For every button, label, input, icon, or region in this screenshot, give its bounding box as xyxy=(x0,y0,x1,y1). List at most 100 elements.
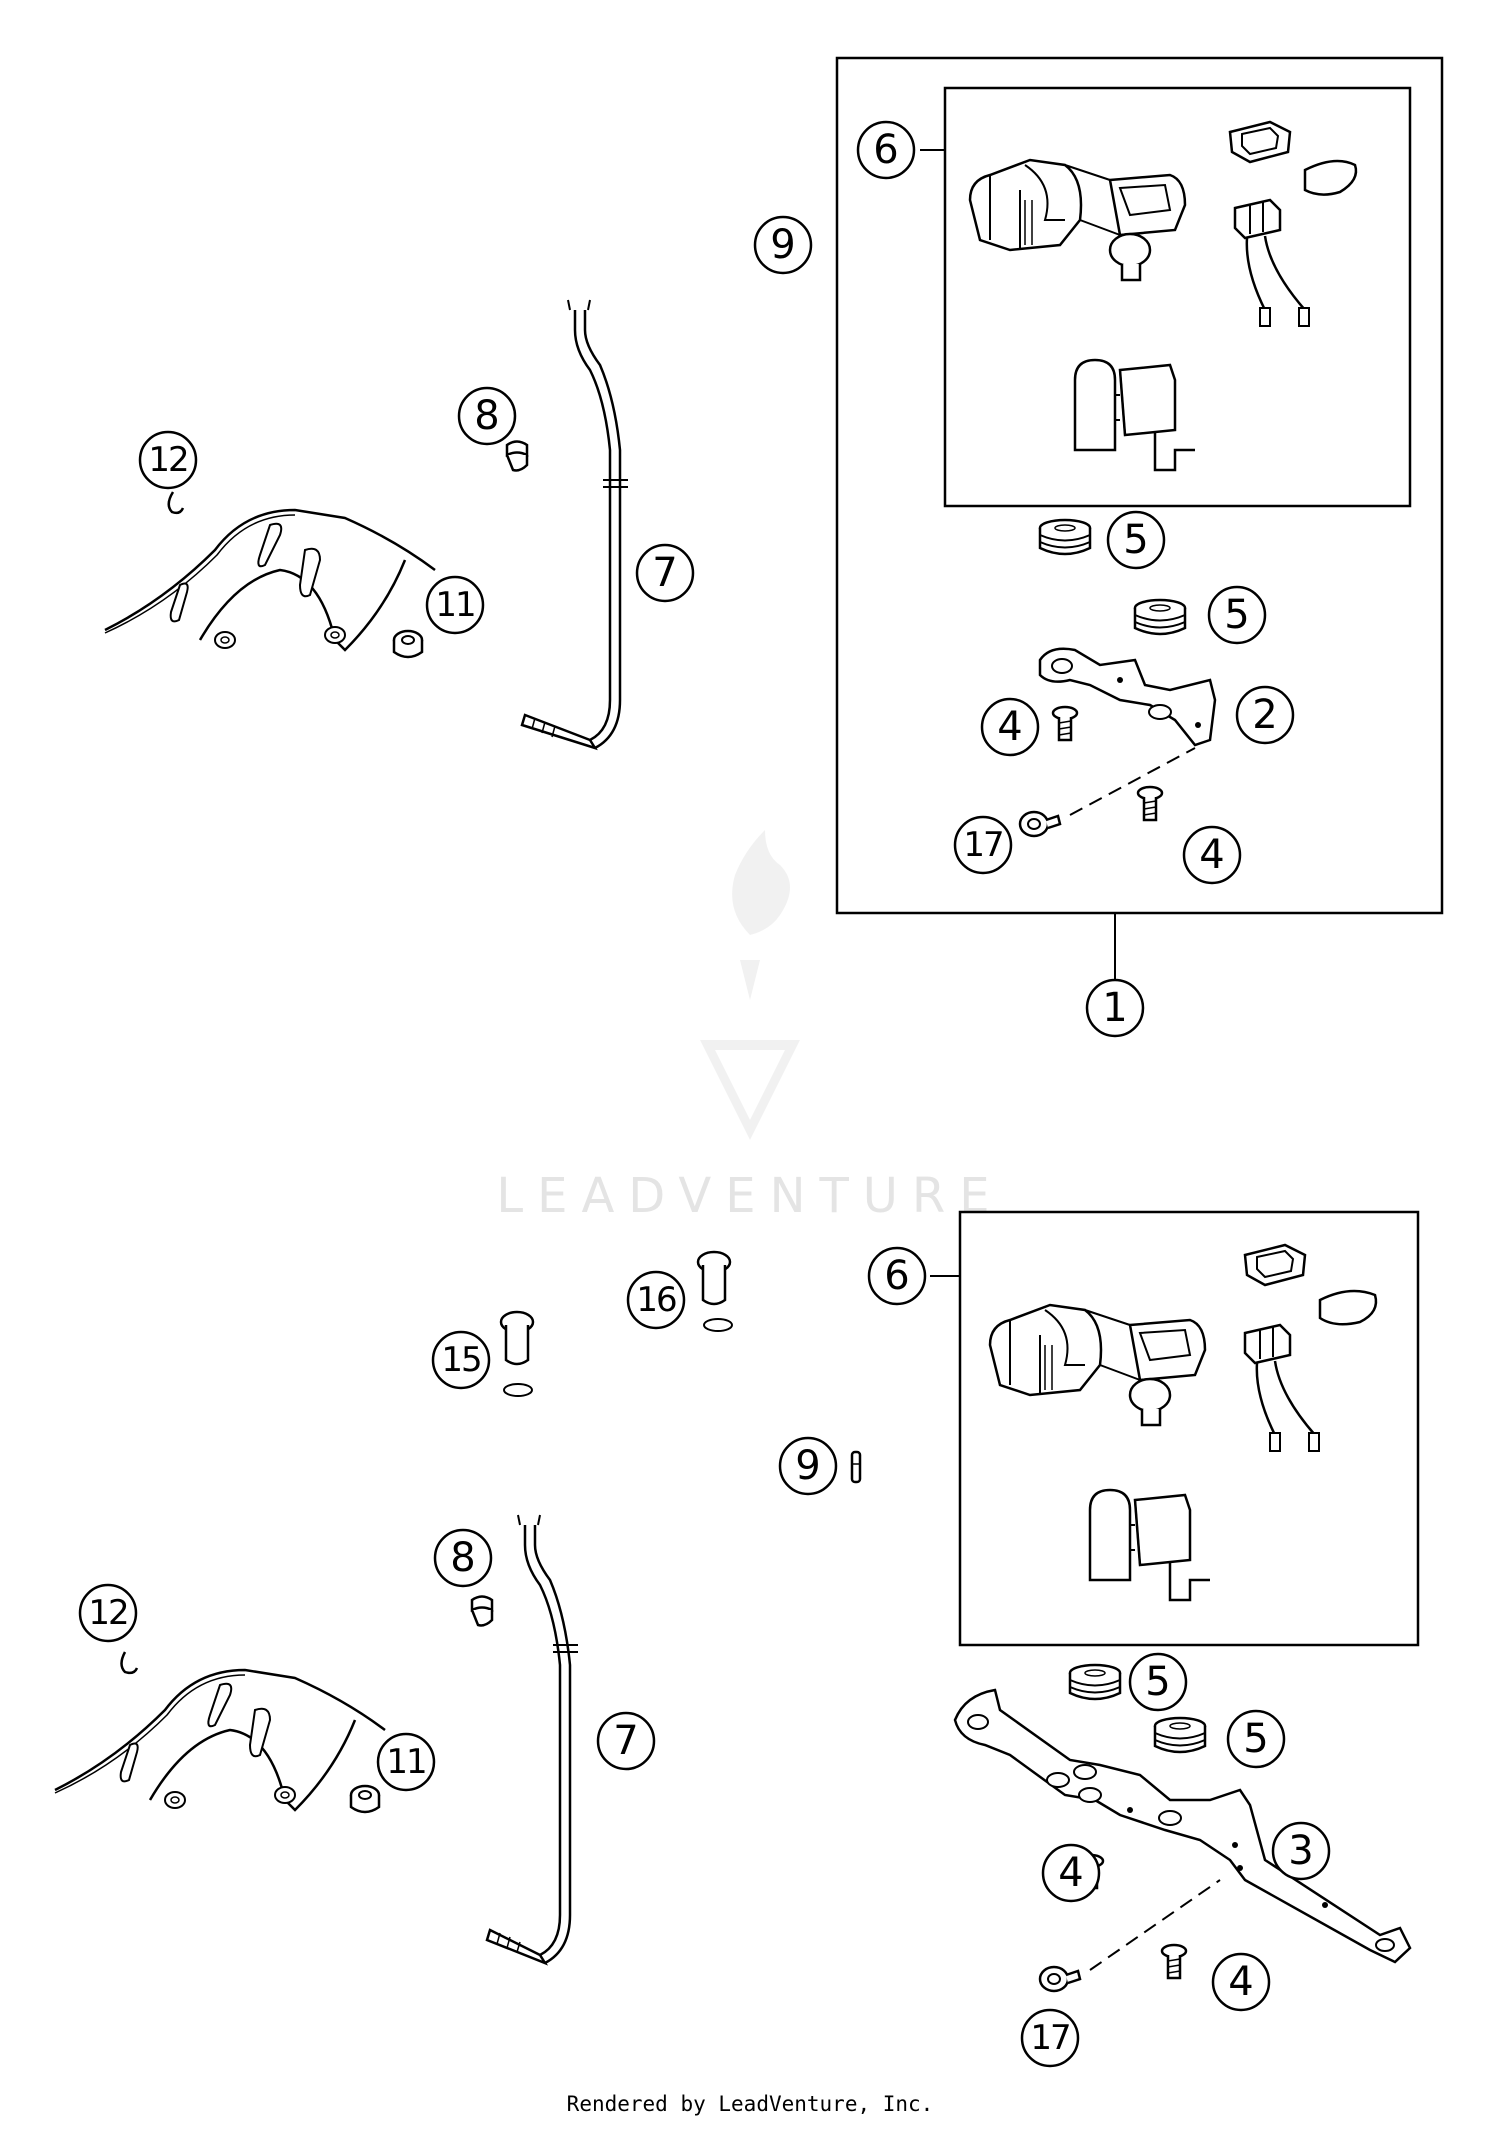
grommet xyxy=(1068,1663,1122,1701)
callout-circle xyxy=(635,543,695,603)
bolt xyxy=(1051,705,1079,742)
circlip xyxy=(120,1651,139,1675)
switch-body xyxy=(1073,358,1197,472)
clip xyxy=(470,1595,494,1627)
bracket-top xyxy=(1038,647,1217,747)
callout-circle xyxy=(1182,825,1242,885)
grommet xyxy=(1133,598,1187,636)
callout-circle xyxy=(1041,1843,1101,1903)
circlip xyxy=(167,491,185,515)
clip xyxy=(505,440,529,472)
callout-9: 9 xyxy=(753,215,813,275)
screw xyxy=(1018,810,1062,838)
callout-circle xyxy=(1235,685,1295,745)
cover-plate xyxy=(53,1668,387,1812)
callout-circle xyxy=(376,1732,436,1792)
screw xyxy=(1038,1965,1082,1993)
watermark-logo xyxy=(700,830,800,1140)
callout-4: 4 xyxy=(1182,825,1242,885)
callout-circle xyxy=(980,697,1040,757)
callout-8: 8 xyxy=(457,386,517,446)
callout-label: 4 xyxy=(1199,832,1224,878)
bolt xyxy=(1160,1943,1188,1980)
callout-5: 5 xyxy=(1128,1652,1188,1712)
callout-5: 5 xyxy=(1207,585,1267,645)
callout-circle xyxy=(596,1711,656,1771)
callout-15: 15 xyxy=(431,1330,491,1390)
cable xyxy=(485,1514,578,1966)
callout-label: 9 xyxy=(795,1443,820,1489)
callout-label: 15 xyxy=(441,1340,480,1380)
bushing xyxy=(392,629,424,659)
switch-housing xyxy=(988,1303,1207,1427)
callout-label: 8 xyxy=(474,393,499,439)
cable xyxy=(520,299,628,751)
footer-credit: Rendered by LeadVenture, Inc. xyxy=(566,2092,934,2116)
display-unit xyxy=(1243,1243,1307,1287)
switch-kit-frame-top xyxy=(943,86,1412,508)
callout-5: 5 xyxy=(1226,1709,1286,1769)
callout-label: 4 xyxy=(997,704,1022,750)
callout-label: 5 xyxy=(1123,517,1148,563)
callout-12: 12 xyxy=(138,430,198,490)
callout-label: 17 xyxy=(1030,2018,1069,2058)
callout-circle xyxy=(433,1528,493,1588)
rivet xyxy=(499,1310,535,1397)
callout-label: 2 xyxy=(1252,692,1277,738)
callout-17: 17 xyxy=(953,815,1013,875)
grommet xyxy=(1153,1716,1207,1754)
callout-label: 5 xyxy=(1243,1716,1268,1762)
callout-label: 4 xyxy=(1058,1850,1083,1896)
switch-kit-frame-bottom xyxy=(958,1210,1420,1647)
callout-circle xyxy=(753,215,813,275)
callout-7: 7 xyxy=(596,1711,656,1771)
callout-circle xyxy=(1128,1652,1188,1712)
callout-circle xyxy=(78,1583,138,1643)
assembly-line xyxy=(1069,747,1196,816)
callout-circle xyxy=(1207,585,1267,645)
display-unit xyxy=(1228,120,1292,164)
callout-label: 6 xyxy=(873,127,898,173)
callout-label: 11 xyxy=(435,585,474,625)
callout-circle xyxy=(1106,510,1166,570)
grommet xyxy=(1038,518,1092,556)
callout-label: 3 xyxy=(1288,1828,1313,1874)
bushing xyxy=(349,1784,381,1814)
callout-4: 4 xyxy=(1211,1952,1271,2012)
callout-label: 1 xyxy=(1102,985,1127,1031)
callout-circle xyxy=(856,120,916,180)
callout-label: 12 xyxy=(88,1593,127,1633)
callout-4: 4 xyxy=(1041,1843,1101,1903)
callout-7: 7 xyxy=(635,543,695,603)
callout-label: 11 xyxy=(386,1742,425,1782)
callout-label: 7 xyxy=(652,550,677,596)
lens-cap xyxy=(1318,1289,1378,1326)
callout-12: 12 xyxy=(78,1583,138,1643)
connector-plug xyxy=(1233,198,1311,328)
callout-label: 7 xyxy=(613,1718,638,1764)
callout-label: 17 xyxy=(963,825,1002,865)
callout-circle xyxy=(778,1436,838,1496)
callout-circle xyxy=(953,815,1013,875)
bolt xyxy=(1136,785,1164,822)
callout-label: 8 xyxy=(450,1535,475,1581)
callout-circle xyxy=(431,1330,491,1390)
switch-housing xyxy=(968,158,1187,282)
callout-6: 6 xyxy=(856,120,916,180)
callout-circle xyxy=(867,1246,927,1306)
callout-circle xyxy=(138,430,198,490)
callout-circle xyxy=(425,575,485,635)
watermark-brand: LEADVENTURE xyxy=(496,1168,1003,1224)
callout-6: 6 xyxy=(867,1246,927,1306)
callout-11: 11 xyxy=(425,575,485,635)
callout-8: 8 xyxy=(433,1528,493,1588)
callout-circle xyxy=(626,1270,686,1330)
callout-5: 5 xyxy=(1106,510,1166,570)
callout-label: 12 xyxy=(148,440,187,480)
callout-16: 16 xyxy=(626,1270,686,1330)
callout-3: 3 xyxy=(1271,1821,1331,1881)
callout-label: 9 xyxy=(770,222,795,268)
connector-plug xyxy=(1243,1323,1321,1453)
callout-2: 2 xyxy=(1235,685,1295,745)
callout-1: 1 xyxy=(1085,978,1145,1038)
